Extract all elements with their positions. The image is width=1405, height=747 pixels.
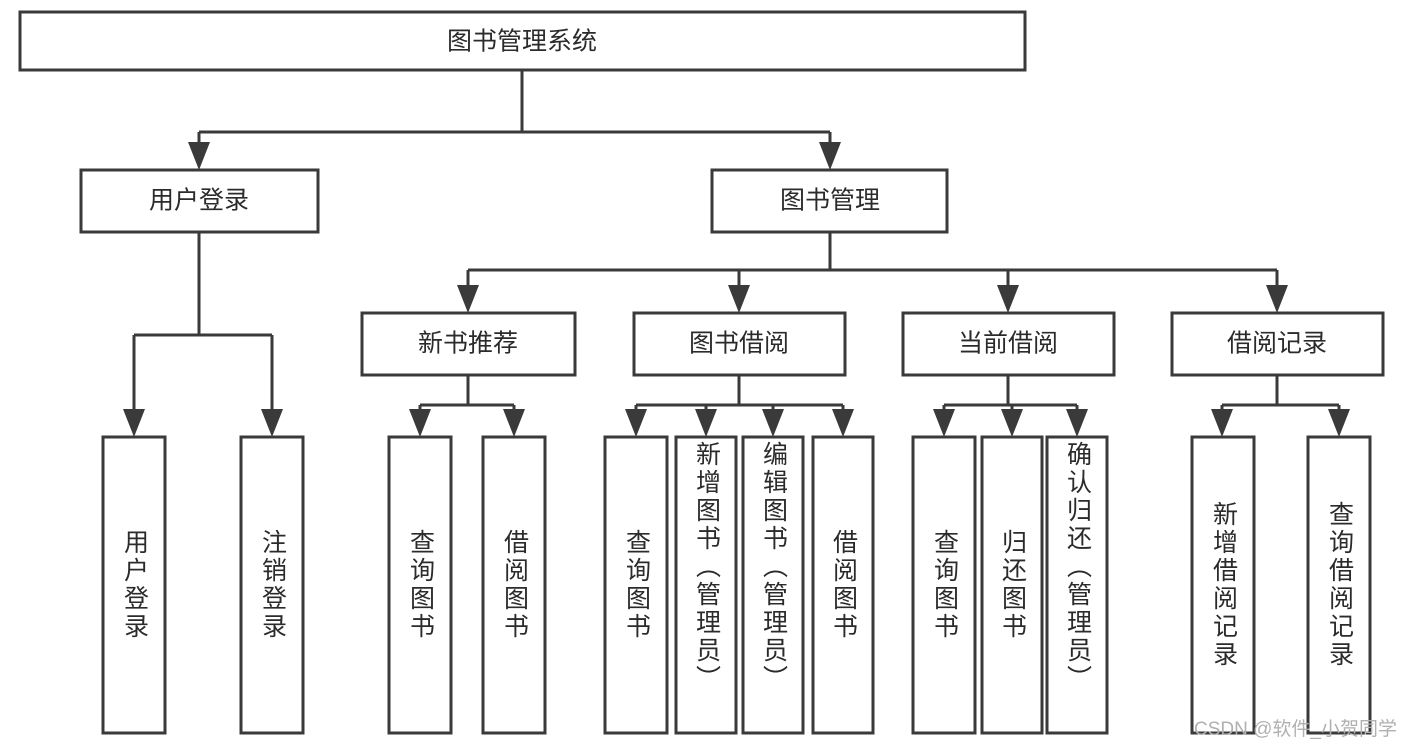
arrowhead-leaf-user-login [123,409,145,437]
node-leaf-query-borrow-record[interactable] [1306,435,1372,735]
arrowhead-borrowrecord-leaf-2 [1328,409,1350,437]
connector-layer [123,70,1350,437]
node-book-borrow-label: 图书借阅 [689,330,789,358]
arrowhead-bookborrow-leaf-4 [832,409,854,437]
node-user-login-label: 用户登录 [149,187,249,215]
arrowhead-currentborrow-leaf-3 [1066,409,1088,437]
node-leaf-query-book-nb[interactable] [387,435,453,735]
arrowhead-currentborrow-leaf-2 [1001,409,1023,437]
node-book-management-label: 图书管理 [780,187,880,215]
node-borrow-record-label: 借阅记录 [1227,330,1327,358]
arrowhead-leaf-logout [261,409,283,437]
node-leaf-confirm-return-admin[interactable] [1045,435,1109,735]
node-current-borrow-label: 当前借阅 [958,330,1058,358]
node-leaf-add-borrow-record[interactable] [1190,435,1256,735]
node-new-book-recommend-label: 新书推荐 [418,330,518,358]
node-leaf-add-book-admin[interactable] [674,435,738,735]
node-leaf-query-book-cb[interactable] [911,435,977,735]
node-leaf-borrow-book-bb[interactable] [811,435,875,735]
node-leaf-borrow-book-nb[interactable] [481,435,547,735]
arrowhead-newbook-leaf-2 [503,409,525,437]
node-root-label: 图书管理系统 [447,28,597,56]
node-leaf-return-book[interactable] [980,435,1044,735]
node-new-book-recommend[interactable] [360,311,577,377]
node-leaf-edit-book-admin[interactable] [741,435,805,735]
arrowhead-bookborrow-leaf-3 [762,409,784,437]
node-root-book-management-system[interactable] [18,10,1027,72]
arrowhead-book-borrow [728,285,750,313]
node-book-management[interactable] [710,168,949,234]
arrowhead-book-mgmt [819,142,841,170]
arrowhead-bookborrow-leaf-1 [625,409,647,437]
node-borrow-record[interactable] [1170,311,1385,377]
node-book-borrow[interactable] [632,311,847,377]
node-leaf-query-book-bb[interactable] [603,435,669,735]
arrowhead-currentborrow-leaf-1 [933,409,955,437]
node-layer: 图书管理系统 用户登录 图书管理 新书推荐 图书借阅 当前借阅 借阅记录 [18,10,1385,735]
node-leaf-logout[interactable] [239,435,305,735]
arrowhead-borrow-record [1266,285,1288,313]
arrowhead-newbook-leaf-1 [409,409,431,437]
arrowhead-bookborrow-leaf-2 [695,409,717,437]
node-leaf-user-login[interactable] [101,435,167,735]
arrowhead-new-book [457,285,479,313]
arrowhead-user-login [188,142,210,170]
arrowhead-current-borrow [997,285,1019,313]
arrowhead-borrowrecord-leaf-1 [1211,409,1233,437]
node-user-login[interactable] [79,168,320,234]
node-current-borrow[interactable] [901,311,1116,377]
